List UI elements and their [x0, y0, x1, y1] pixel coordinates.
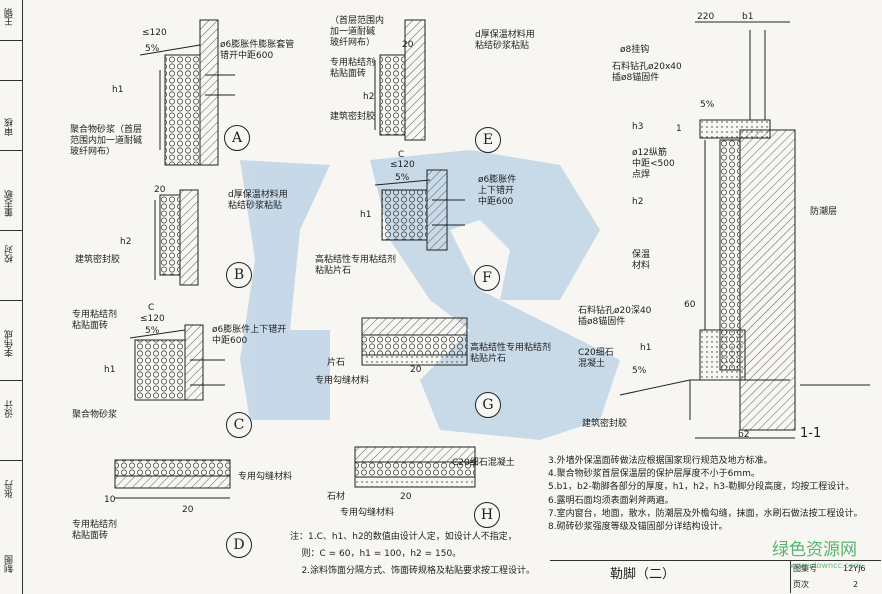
detail-c-anchor-note: ø6膨胀件上下错开 中距600 — [212, 325, 287, 346]
detail-d-joint-note: 专用勾缝材料 — [238, 472, 293, 482]
section-h2: h2 — [632, 197, 644, 207]
note-5: 5.b1，b2-勒脚各部分的厚度，h1，h2，h3-勒脚分段高度，均按工程设计。 — [548, 482, 855, 493]
section-drill-top-note: 石料钻孔ø20x40 插ø8锚固件 — [612, 62, 682, 83]
detail-e-thickness: 20 — [402, 40, 414, 50]
section-slope-2: 5% — [632, 366, 647, 376]
note-6: 6.露明石面均须表面剁斧两遍。 — [548, 495, 674, 506]
detail-h-stone-note: 石材 — [327, 492, 346, 502]
section-damp-note: 防潮层 — [810, 207, 838, 217]
section-concrete-note: C20细石 混凝土 — [578, 348, 614, 369]
detail-b-insul-note: d厚保温材料用 粘结砂浆粘贴 — [228, 190, 288, 211]
section-slope: 5% — [700, 100, 715, 110]
notes-left-3: 2.涂料饰面分隔方式、饰面砖规格及粘贴要求按工程设计。 — [290, 566, 536, 576]
detail-e-label: E — [475, 127, 501, 153]
note-3: 3.外墙外保温面砖做法应根据国家现行规范及地方标准。 — [548, 456, 773, 466]
detail-a-dim-top: ≤120 — [142, 28, 167, 38]
footer-title-cell: 勒脚（二） — [550, 560, 790, 593]
detail-g-label: G — [475, 392, 501, 418]
detail-e-tile-note: 专用粘结剂 粘贴面砖 — [330, 58, 376, 79]
detail-a-mortar-note: 聚合物砂浆（首层 范围内加一道耐碱 玻纤网布） — [70, 125, 143, 157]
detail-d-label: D — [226, 532, 252, 558]
detail-d-t20: 20 — [182, 505, 194, 515]
section-seal-note: 建筑密封胶 — [582, 419, 628, 429]
detail-g-joint-note: 专用勾缝材料 — [315, 376, 370, 386]
detail-e-h2: h2 — [363, 92, 375, 102]
section-dim-1: 1 — [676, 124, 682, 134]
detail-f-label: F — [474, 265, 500, 291]
detail-a-anchor-note: ø6膨胀件膨胀套管 错开中距600 — [220, 40, 295, 61]
detail-g-t20: 20 — [410, 365, 422, 375]
detail-g-glue-note: 高粘结性专用粘结剂 粘贴片石 — [470, 343, 552, 364]
section-h3: h3 — [632, 122, 644, 132]
detail-c-dim-c: C — [148, 303, 155, 313]
footer-atlas-cell: 图集号 12YJ6 页次 2 — [790, 560, 881, 593]
section-insul-note: 保温 材料 — [632, 250, 651, 271]
section-label: 1-1 — [800, 426, 822, 441]
detail-c-h1: h1 — [104, 365, 116, 375]
detail-b-h2: h2 — [120, 237, 132, 247]
detail-f-slope: 5% — [395, 173, 410, 183]
section-h1: h1 — [640, 343, 652, 353]
footer-atlas-label: 图集号 — [793, 564, 817, 573]
detail-d-t10: 10 — [104, 495, 116, 505]
detail-c-mortar-note: 聚合物砂浆 — [72, 410, 118, 420]
notes-left-2: 则：C = 60，h1 = 100，h2 = 150。 — [290, 549, 462, 559]
footer-atlas-no: 12YJ6 — [843, 564, 866, 573]
footer-page-no: 2 — [853, 580, 859, 589]
detail-a-slope: 5% — [145, 44, 160, 54]
detail-d-tile-note: 专用粘结剂 粘贴面砖 — [72, 520, 118, 541]
detail-f-dim-c: C — [398, 150, 405, 160]
title-block: 王钢 审核 董志歌 校对 李伟成 设计 张丹 制图 — [0, 0, 23, 594]
note-8: 8.砌砖砂浆强度等级及锚固部分详结构设计。 — [548, 522, 728, 533]
detail-e-insul-note: d厚保温材料用 粘结砂浆粘贴 — [475, 30, 535, 51]
detail-f-h1: h1 — [360, 210, 372, 220]
detail-b-thickness: 20 — [154, 185, 166, 195]
section-bar-note: ø12纵筋 中距<500 点焊 — [632, 148, 675, 180]
section-dim-220: 220 — [697, 12, 715, 22]
detail-c-label: C — [226, 412, 252, 438]
detail-c-tile-note: 专用粘结剂 粘贴面砖 — [72, 310, 118, 331]
detail-c-slope: 5% — [145, 326, 160, 336]
notes-right: 3.外墙外保温面砖做法应根据国家现行规范及地方标准。 4.聚合物砂浆首层保温层的… — [548, 455, 863, 534]
watermark-url: www.downcc.com — [790, 561, 862, 570]
detail-f-dim-top: ≤120 — [390, 160, 415, 170]
watermark-text: 绿色资源网 — [772, 540, 857, 560]
note-4: 4.聚合物砂浆首层保温层的保护层厚度不小于6mm。 — [548, 469, 760, 480]
detail-g-stone-note: 片石 — [327, 358, 346, 368]
detail-b-seal-note: 建筑密封胶 — [75, 255, 121, 265]
section-drill-bot-note: 石料钻孔ø20深40 插ø8锚固件 — [578, 306, 652, 327]
detail-a-label: A — [224, 125, 250, 151]
section-dim-60: 60 — [684, 300, 696, 310]
detail-e-seal-note: 建筑密封胶 — [330, 112, 376, 122]
detail-f-anchor-note: ø6膨胀件 上下错开 中距600 — [478, 175, 517, 207]
section-dim-b1: b1 — [742, 12, 754, 22]
section-hook-note: ø8挂钩 — [620, 45, 650, 55]
note-7: 7.室内窗台，地面，散水，防潮层及外檐勾缝，抹面，水刷石做法按工程设计。 — [548, 508, 863, 519]
detail-h-joint-note: 专用勾缝材料 — [340, 508, 395, 518]
footer-page-label: 页次 — [793, 580, 809, 589]
detail-a-h1: h1 — [112, 85, 124, 95]
detail-h-concrete-note: C20细石混凝土 — [452, 458, 515, 468]
detail-c-dim-top: ≤120 — [140, 314, 165, 324]
detail-f-stone-note: 高粘结性专用粘结剂 粘贴片石 — [315, 255, 397, 276]
notes-left-1: 注：1.C、h1、h2的数值由设计人定，如设计人不指定， — [290, 532, 517, 542]
detail-e-mesh-note: （首层范围内 加一道耐碱 玻纤网布） — [330, 16, 385, 48]
footer-title: 勒脚（二） — [610, 567, 676, 582]
section-dim-b2: b2 — [738, 430, 750, 440]
detail-h-label: H — [474, 502, 500, 528]
detail-h-t20: 20 — [400, 492, 412, 502]
detail-b-label: B — [226, 262, 252, 288]
